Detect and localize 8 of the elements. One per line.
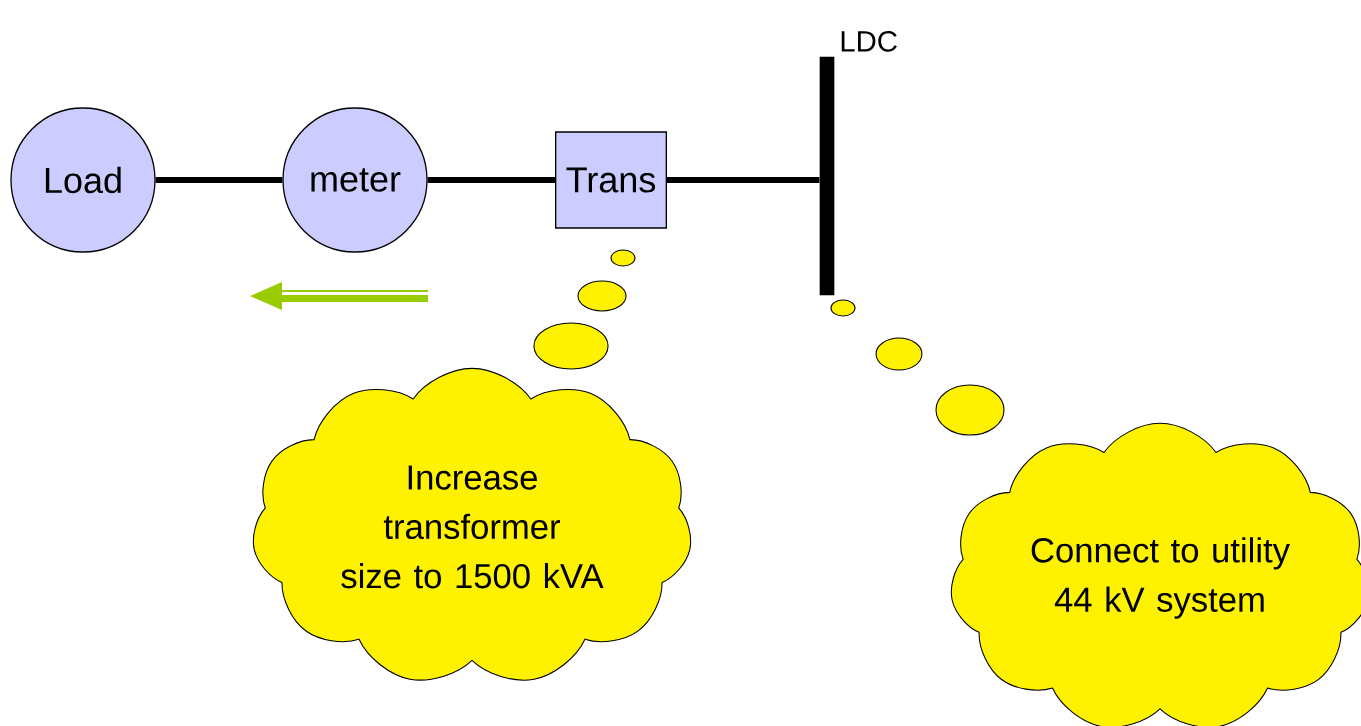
busbar: LDC <box>819 30 897 296</box>
line <box>667 177 820 183</box>
line <box>427 177 555 183</box>
transformer-box: Trans <box>555 131 667 229</box>
line <box>155 177 283 183</box>
thought-cloud: Increase transformer size to 1500 kVA <box>252 367 692 681</box>
thought-cloud: Connect to utility 44 kV system <box>950 422 1361 726</box>
node-label: LDC <box>841 30 897 52</box>
